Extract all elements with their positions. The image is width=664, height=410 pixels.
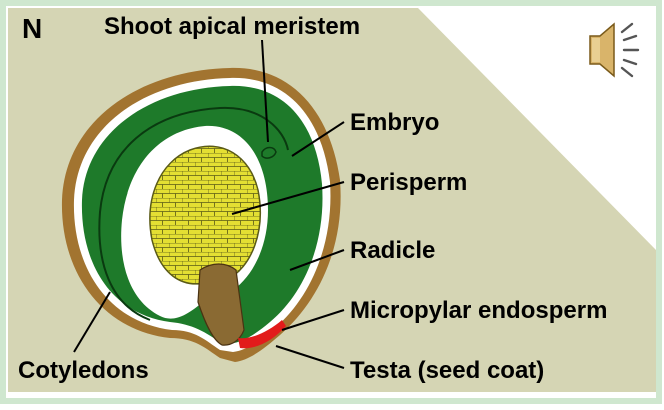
label-testa: Testa (seed coat): [350, 357, 544, 384]
perisperm-tissue: [150, 146, 260, 284]
label-micropylar-endosperm: Micropylar endosperm: [350, 297, 607, 324]
label-shoot-apical-meristem: Shoot apical meristem: [104, 13, 360, 40]
label-radicle: Radicle: [350, 237, 435, 264]
panel-letter: N: [22, 13, 42, 44]
label-cotyledons: Cotyledons: [18, 357, 149, 384]
label-perisperm: Perisperm: [350, 169, 467, 196]
label-embryo: Embryo: [350, 109, 439, 136]
